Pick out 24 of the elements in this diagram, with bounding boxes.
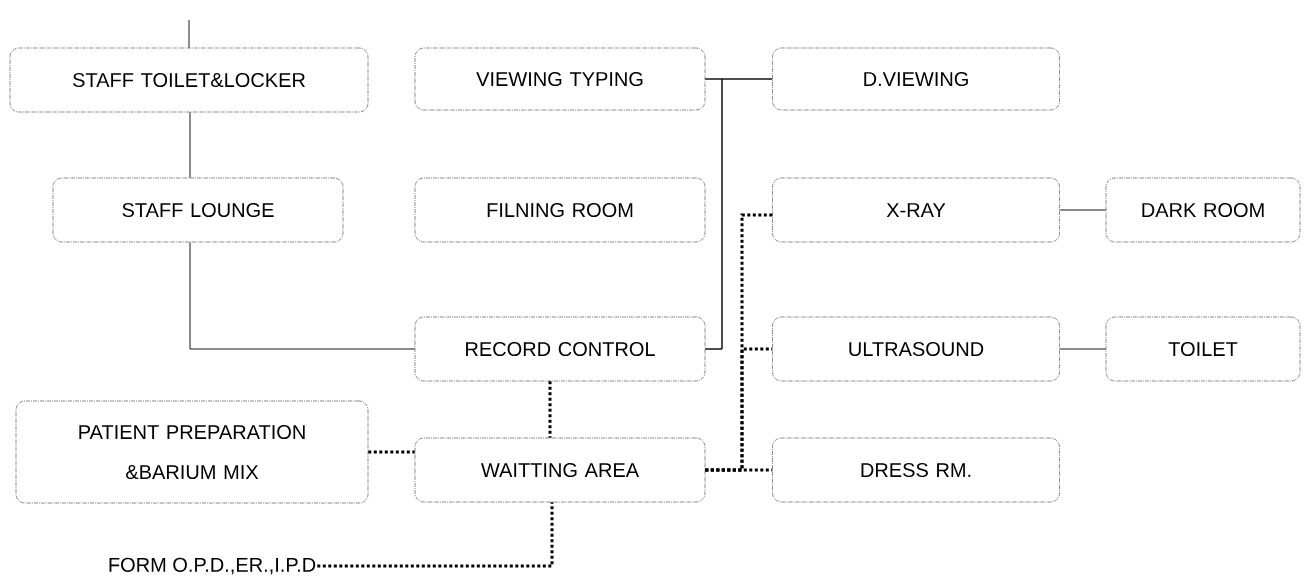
- connector-line: [1059, 209, 1107, 211]
- connector-line: [188, 19, 190, 49]
- room-box: D.VIEWING: [772, 47, 1060, 111]
- connector-line: [317, 502, 554, 568]
- room-box: PATIENT PREPARATION &BARIUM MIX: [15, 400, 369, 504]
- connector-line: [368, 450, 415, 454]
- room-box: WAITTING AREA: [414, 437, 706, 503]
- connector-line: [704, 78, 773, 350]
- room-box: ULTRASOUND: [772, 316, 1060, 382]
- room-box: FILNING ROOM: [414, 177, 706, 243]
- room-box: STAFF TOILET&LOCKER: [9, 47, 369, 113]
- room-box: TOILET: [1105, 316, 1301, 382]
- room-box: STAFF LOUNGE: [52, 177, 344, 243]
- source-label: FORM O.P.D.,ER.,I.P.D: [109, 557, 316, 575]
- room-box: X-RAY: [772, 177, 1060, 243]
- room-box: DRESS RM.: [772, 437, 1060, 503]
- room-box: RECORD CONTROL: [414, 316, 706, 382]
- room-box: DARK ROOM: [1105, 177, 1301, 243]
- connector-line: [189, 111, 191, 179]
- connector-line: [548, 381, 552, 438]
- connector-line: [1059, 348, 1107, 350]
- room-box: VIEWING TYPING: [414, 47, 706, 111]
- connector-line: [705, 213, 773, 472]
- connector-line: [189, 241, 416, 350]
